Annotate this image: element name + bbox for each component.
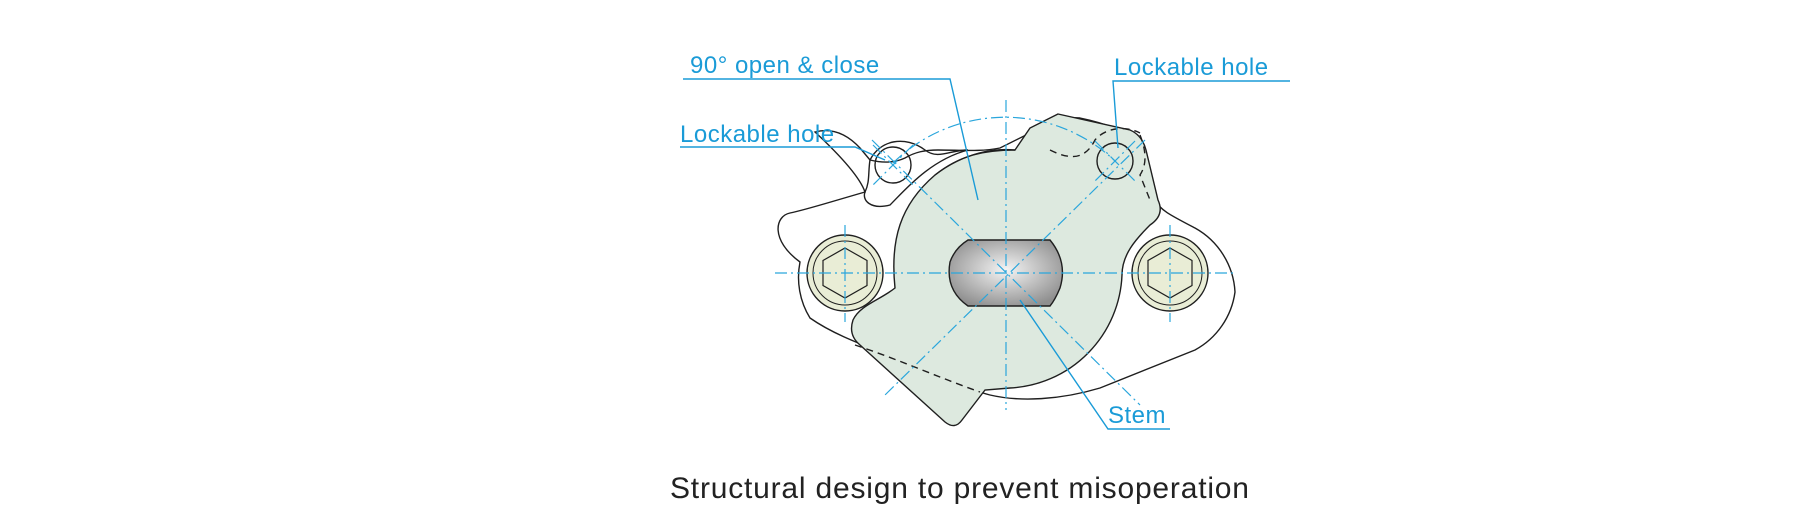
diagram-caption: Structural design to prevent misoperatio…: [670, 472, 1250, 505]
callout-lockable-hole-right: Lockable hole: [1114, 54, 1269, 81]
lockable-hole-left: [874, 146, 912, 184]
leader-stem: [1019, 299, 1170, 430]
hidden-outline-bottom: [854, 344, 981, 393]
leader-open-close: [683, 78, 979, 201]
left-lock-ear: [863, 140, 969, 207]
leader-lockable-hole-left: [680, 146, 886, 161]
leader-lockable-hole-right: [1112, 80, 1290, 149]
flange-plate-outline: [777, 117, 1236, 400]
body-arc: [934, 148, 1016, 176]
hidden-outline-right: [1139, 134, 1151, 201]
callout-open-close: 90° open & close: [690, 52, 880, 79]
callout-lockable-hole-left: Lockable hole: [680, 121, 835, 148]
center-line-diagonal-a: [871, 139, 1141, 406]
hidden-outline-top: [1049, 127, 1141, 158]
lockable-hole-right: [1096, 142, 1134, 180]
callout-stem: Stem: [1108, 402, 1166, 429]
center-line-diagonal-b: [884, 139, 1146, 396]
